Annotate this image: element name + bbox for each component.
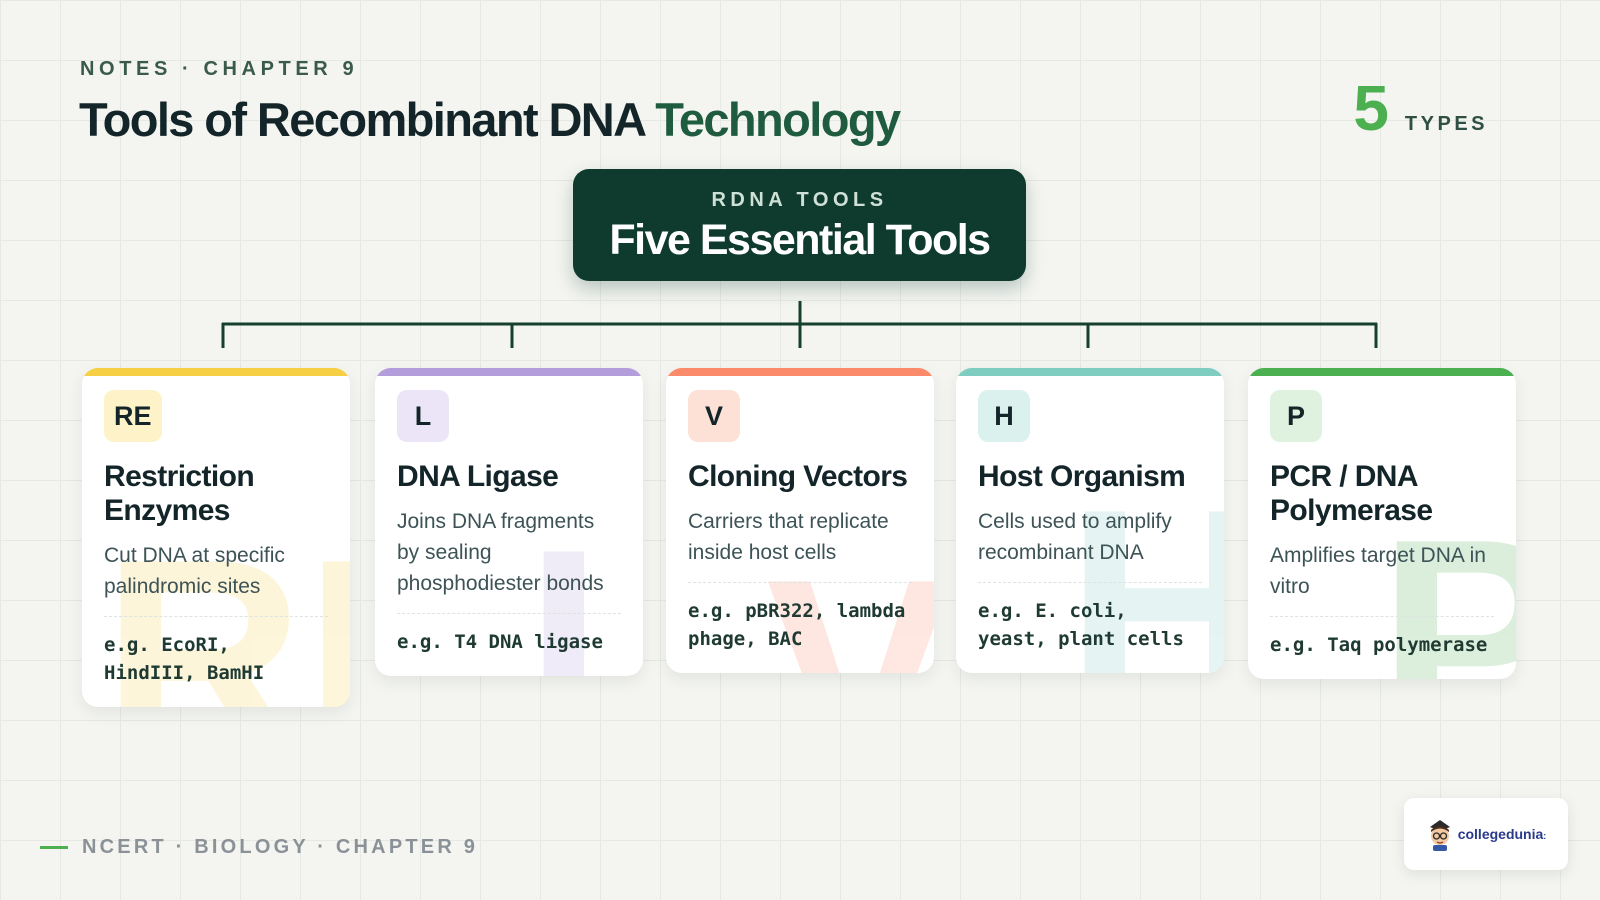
card-accent-bar — [82, 368, 350, 376]
card-divider — [1270, 616, 1494, 617]
types-count: 5 TYPES — [1353, 76, 1488, 140]
logo-text: collegedunia: — [1458, 826, 1547, 842]
logo-name: collegedunia — [1457, 826, 1544, 842]
card-example: e.g. T4 DNA ligase — [397, 631, 603, 653]
types-count-number: 5 — [1353, 72, 1389, 144]
card-divider — [397, 613, 621, 614]
card-title: PCR / DNA Polymerase — [1270, 460, 1433, 527]
card-divider — [688, 582, 912, 583]
card-example: e.g. E. coli, yeast, plant cells — [978, 600, 1184, 650]
root-node: RDNA TOOLS Five Essential Tools — [573, 169, 1026, 281]
card-example: e.g. Taq polymerase — [1270, 634, 1488, 656]
card-description: Joins DNA fragments by sealing phosphodi… — [397, 510, 604, 595]
card-description: Amplifies target DNA in vitro — [1270, 544, 1486, 598]
card-title: Restriction Enzymes — [104, 460, 255, 527]
vector-icon: V — [688, 390, 740, 442]
logo-tld: : — [1543, 831, 1547, 841]
host-organism-icon: H — [978, 390, 1030, 442]
card-accent-bar — [666, 368, 934, 376]
card-description: Cells used to amplify recombinant DNA — [978, 510, 1172, 564]
card-description: Cut DNA at specific palindromic sites — [104, 544, 285, 598]
chapter-eyebrow: NOTES · CHAPTER 9 — [80, 58, 359, 80]
footer-text: NCERT · BIOLOGY · CHAPTER 9 — [82, 836, 479, 858]
page-title-accent: Technology — [655, 93, 901, 146]
polymerase-icon: P — [1270, 390, 1322, 442]
card-title: Host Organism — [978, 460, 1186, 493]
mascot-icon — [1426, 817, 1454, 851]
ligase-icon: L — [397, 390, 449, 442]
card-divider — [104, 616, 328, 617]
root-eyebrow: RDNA TOOLS — [711, 189, 888, 211]
page-title: Tools of Recombinant DNA Technology — [79, 92, 901, 147]
collegedunia-logo: collegedunia: — [1404, 798, 1568, 870]
types-count-label: TYPES — [1404, 113, 1488, 135]
card-title: DNA Ligase — [397, 460, 559, 493]
card-divider — [978, 582, 1202, 583]
footer: NCERT · BIOLOGY · CHAPTER 9 — [40, 836, 478, 859]
card-accent-bar — [956, 368, 1224, 376]
page-title-main: Tools of Recombinant DNA — [79, 93, 656, 146]
card-example: e.g. pBR322, lambda phage, BAC — [688, 600, 906, 650]
restriction-enzyme-icon: RE — [104, 390, 162, 442]
card-example: e.g. EcoRI, HindIII, BamHI — [104, 634, 265, 684]
card-accent-bar — [375, 368, 643, 376]
root-title: Five Essential Tools — [609, 216, 991, 264]
card-description: Carriers that replicate inside host cell… — [688, 510, 889, 564]
card-title: Cloning Vectors — [688, 460, 908, 493]
card-accent-bar — [1248, 368, 1516, 376]
footer-accent-line — [40, 846, 68, 849]
